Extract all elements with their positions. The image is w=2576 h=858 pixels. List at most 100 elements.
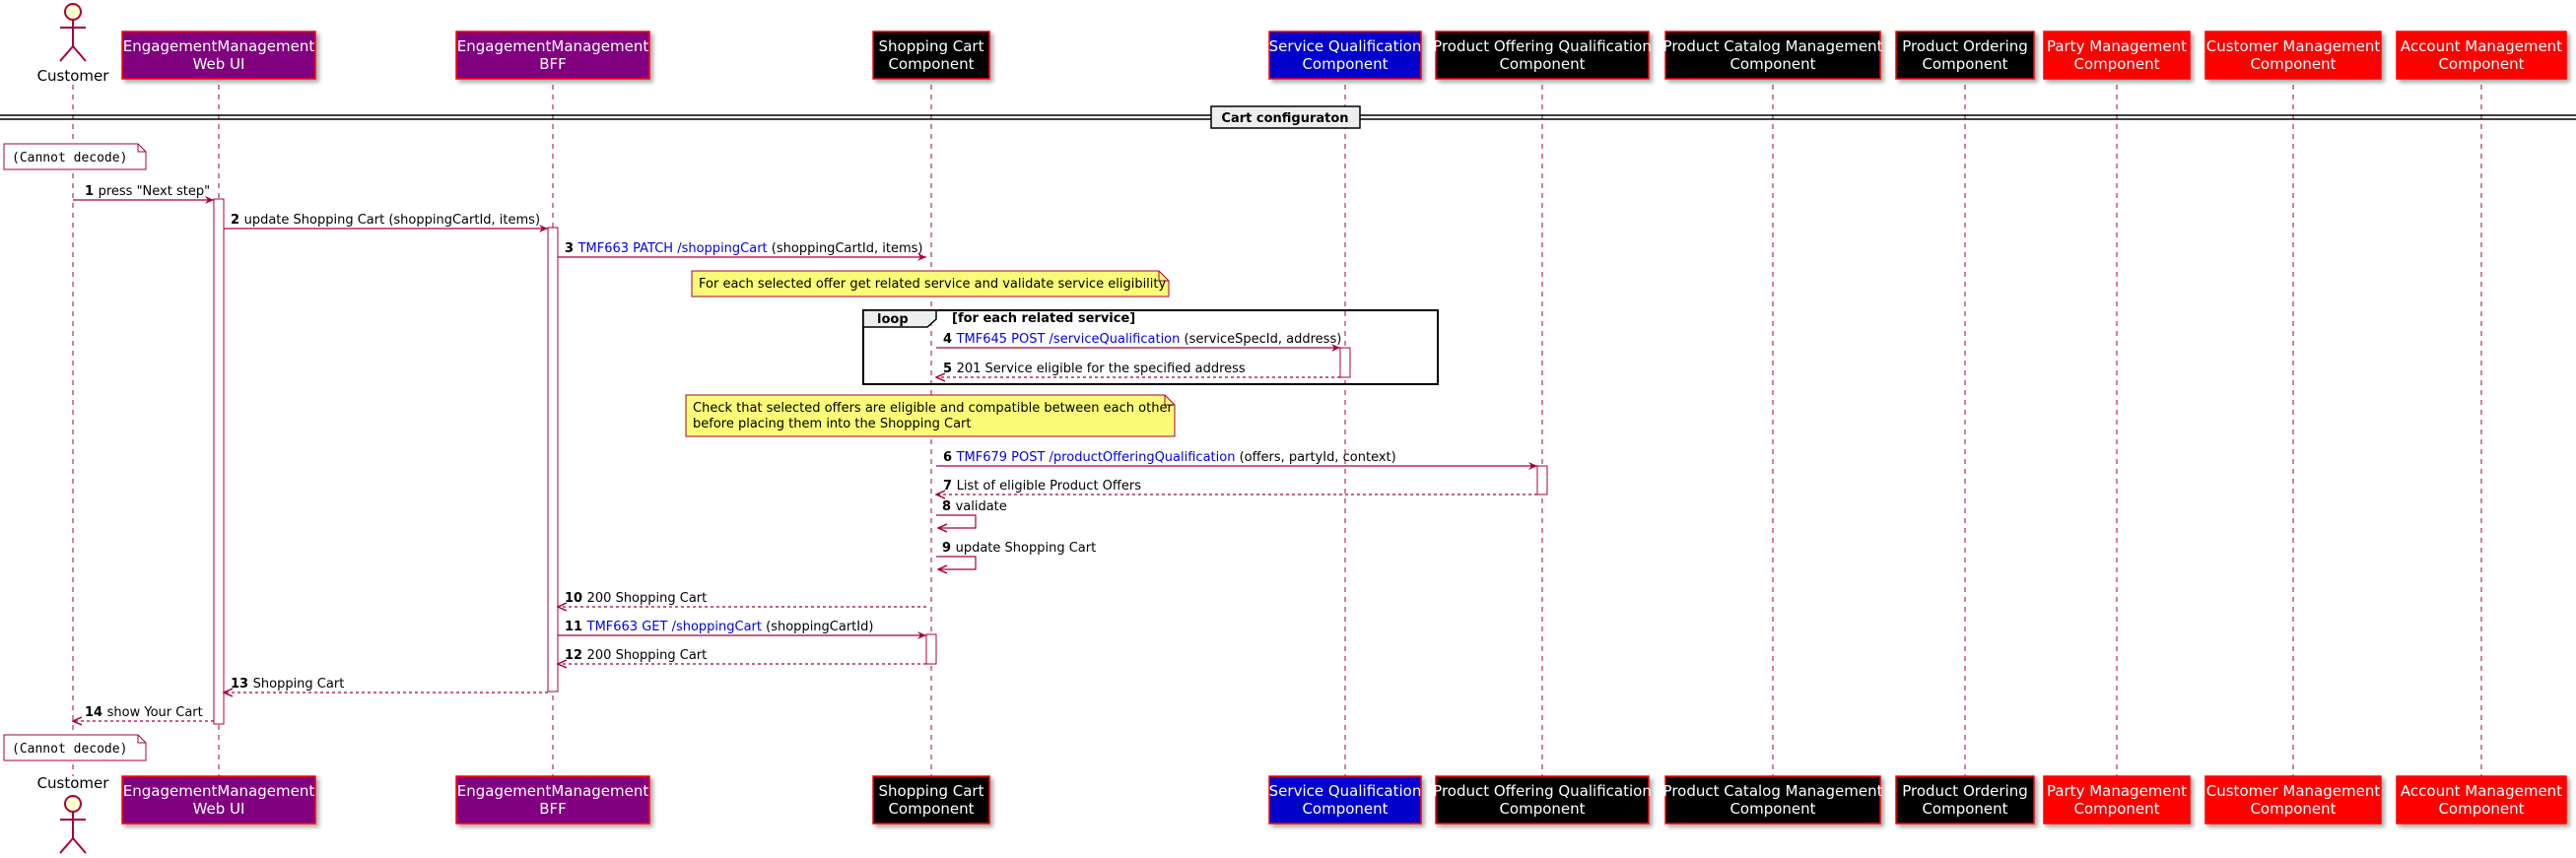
participant-type: Component	[1499, 800, 1585, 818]
participant-name: Product Ordering	[1902, 37, 2028, 55]
message-12: 12 200 Shopping Cart	[558, 648, 926, 664]
actor-leg-right	[72, 837, 87, 854]
message-label: 2 update Shopping Cart (shoppingCartId, …	[231, 213, 540, 228]
participant-box	[2043, 775, 2191, 825]
participant-name: Service Qualification	[1269, 37, 1422, 55]
message-number: 2	[231, 213, 244, 228]
stick-figure-icon	[64, 3, 82, 21]
divider-box	[1210, 105, 1361, 129]
message-text: update Shopping Cart (shoppingCartId, it…	[244, 213, 540, 228]
participant-name: EngagementManagement	[123, 782, 315, 800]
participant-type: Component	[2073, 800, 2159, 818]
participant-box	[1268, 775, 1422, 825]
participant-box	[1268, 31, 1422, 80]
participant-type: Web UI	[193, 55, 245, 73]
message-api-link[interactable]: TMF663 PATCH /shoppingCart	[577, 241, 768, 256]
message-label: 9 update Shopping Cart	[942, 541, 1096, 556]
actor-customer-top: Customer	[37, 3, 109, 85]
participant-box	[1895, 775, 2035, 825]
actor-customer-bottom: Customer	[37, 774, 109, 854]
participant-name: Party Management	[2047, 782, 2187, 800]
participant-type: Component	[2438, 55, 2524, 73]
message-arrow	[936, 514, 977, 528]
message-label: 14 show Your Cart	[85, 705, 203, 720]
participant-box	[1664, 31, 1881, 80]
note-fold	[1158, 271, 1169, 282]
note-fold	[137, 144, 146, 153]
note-line: before placing them into the Shopping Ca…	[693, 417, 971, 431]
note-line: Check that selected offers are eligible …	[693, 401, 1173, 416]
message-3: 3 TMF663 PATCH /shoppingCart (shoppingCa…	[558, 241, 926, 261]
participant-name: Account Management	[2401, 37, 2562, 55]
activation-service-qualification	[1339, 347, 1351, 378]
message-number: 9	[942, 541, 956, 556]
message-4: 4 TMF645 POST /serviceQualification (ser…	[936, 332, 1341, 352]
participant-type: BFF	[539, 55, 567, 73]
note-shape	[691, 270, 1170, 297]
participant-name: EngagementManagement	[123, 37, 315, 55]
participant-box	[1435, 31, 1650, 80]
activation-bff	[547, 227, 559, 693]
participant-type: Component	[888, 800, 974, 818]
loop-frame: loop[for each related service]	[862, 309, 1439, 385]
activation-shopping-cart	[925, 633, 937, 665]
participant-name: Shopping Cart	[879, 37, 984, 55]
message-text: Shopping Cart	[253, 677, 345, 692]
participant-type: BFF	[539, 800, 567, 818]
participant-type: Component	[1922, 55, 2007, 73]
message-text: update Shopping Cart	[956, 541, 1097, 556]
participant-name: Party Management	[2047, 37, 2187, 55]
message-label: 3 TMF663 PATCH /shoppingCart (shoppingCa…	[565, 241, 922, 256]
participant-box	[455, 775, 650, 825]
participant-box	[455, 31, 650, 80]
participant-box	[121, 775, 316, 825]
participant-box	[2204, 31, 2382, 80]
message-api-link[interactable]: TMF663 GET /shoppingCart	[586, 620, 762, 634]
participant-type: Component	[1302, 800, 1388, 818]
message-text: (offers, partyId, context)	[1235, 450, 1395, 465]
message-arrow	[936, 556, 977, 569]
participant-type: Component	[2250, 55, 2336, 73]
message-number: 11	[565, 620, 587, 634]
message-label: 6 TMF679 POST /productOfferingQualificat…	[943, 450, 1396, 465]
message-number: 14	[85, 705, 107, 720]
message-label: 11 TMF663 GET /shoppingCart (shoppingCar…	[565, 620, 873, 634]
message-text: List of eligible Product Offers	[957, 479, 1142, 494]
message-number: 13	[231, 677, 253, 692]
stick-figure-icon	[64, 795, 82, 813]
note-cannot-decode-top: (Cannot decode)	[3, 143, 147, 170]
note-shape	[685, 394, 1176, 437]
message-number: 5	[943, 362, 957, 376]
note-2: Check that selected offers are eligible …	[685, 394, 1176, 437]
note-fold	[1164, 395, 1175, 406]
message-api-link[interactable]: TMF679 POST /productOfferingQualificatio…	[956, 450, 1236, 465]
message-api-link[interactable]: TMF645 POST /serviceQualification	[956, 332, 1181, 347]
participant-name: Product Catalog Management	[1663, 37, 1883, 55]
message-label: 5 201 Service eligible for the specified…	[943, 362, 1246, 376]
participant-name: Service Qualification	[1269, 782, 1422, 800]
message-text: (shoppingCartId)	[762, 620, 873, 634]
note-fold	[137, 735, 146, 744]
participant-box	[121, 31, 316, 80]
message-label: 4 TMF645 POST /serviceQualification (ser…	[943, 332, 1341, 347]
participant-type: Component	[2250, 800, 2336, 818]
participant-type: Component	[1729, 800, 1815, 818]
message-8: 8 validate	[936, 499, 1007, 528]
message-11: 11 TMF663 GET /shoppingCart (shoppingCar…	[558, 620, 926, 639]
actor-leg-right	[72, 45, 87, 62]
participant-name: Product Offering Qualification	[1433, 37, 1652, 55]
loop-condition: [for each related service]	[952, 311, 1135, 326]
message-number: 10	[565, 591, 587, 606]
